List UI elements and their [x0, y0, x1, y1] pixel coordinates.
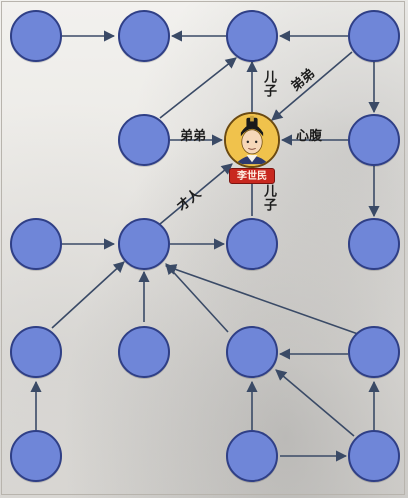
arrow-r4c1-to-r3c2 — [51, 261, 125, 329]
character-avatar-icon — [226, 114, 278, 166]
relation-label-son-above: 儿子 — [261, 70, 276, 98]
arrow-r4c4-to-r3c2 — [164, 264, 359, 335]
person-node-r5c4[interactable] — [348, 430, 400, 482]
center-character-portrait[interactable] — [224, 112, 280, 168]
person-node-r4c4[interactable] — [348, 326, 400, 378]
arrow-r4c3-to-r3c2 — [165, 263, 229, 333]
person-node-r3c4[interactable] — [348, 218, 400, 270]
relation-label-confidant: 心腹 — [296, 129, 323, 144]
person-node-r1c3[interactable] — [226, 10, 278, 62]
person-node-r5c1[interactable] — [10, 430, 62, 482]
person-node-r1c1[interactable] — [10, 10, 62, 62]
person-node-r1c2[interactable] — [118, 10, 170, 62]
relation-label-younger-brother-left: 弟弟 — [180, 129, 207, 144]
arrow-r2c2-to-r1c3 — [159, 57, 237, 119]
arrow-r5c4-to-r4c3 — [275, 369, 355, 437]
person-node-r3c1[interactable] — [10, 218, 62, 270]
person-node-r3c2[interactable] — [118, 218, 170, 270]
person-node-r4c3[interactable] — [226, 326, 278, 378]
relation-label-son-below: 儿子 — [261, 184, 276, 212]
person-node-r2c4[interactable] — [348, 114, 400, 166]
person-node-r5c3[interactable] — [226, 430, 278, 482]
character-name-badge: 李世民 — [229, 168, 275, 184]
person-node-r3c3[interactable] — [226, 218, 278, 270]
person-node-r2c2[interactable] — [118, 114, 170, 166]
person-node-r1c4[interactable] — [348, 10, 400, 62]
person-node-r4c2[interactable] — [118, 326, 170, 378]
arrow-r3c2-to-center — [159, 163, 233, 225]
arrow-r1c4-to-center — [271, 51, 353, 121]
person-node-r4c1[interactable] — [10, 326, 62, 378]
